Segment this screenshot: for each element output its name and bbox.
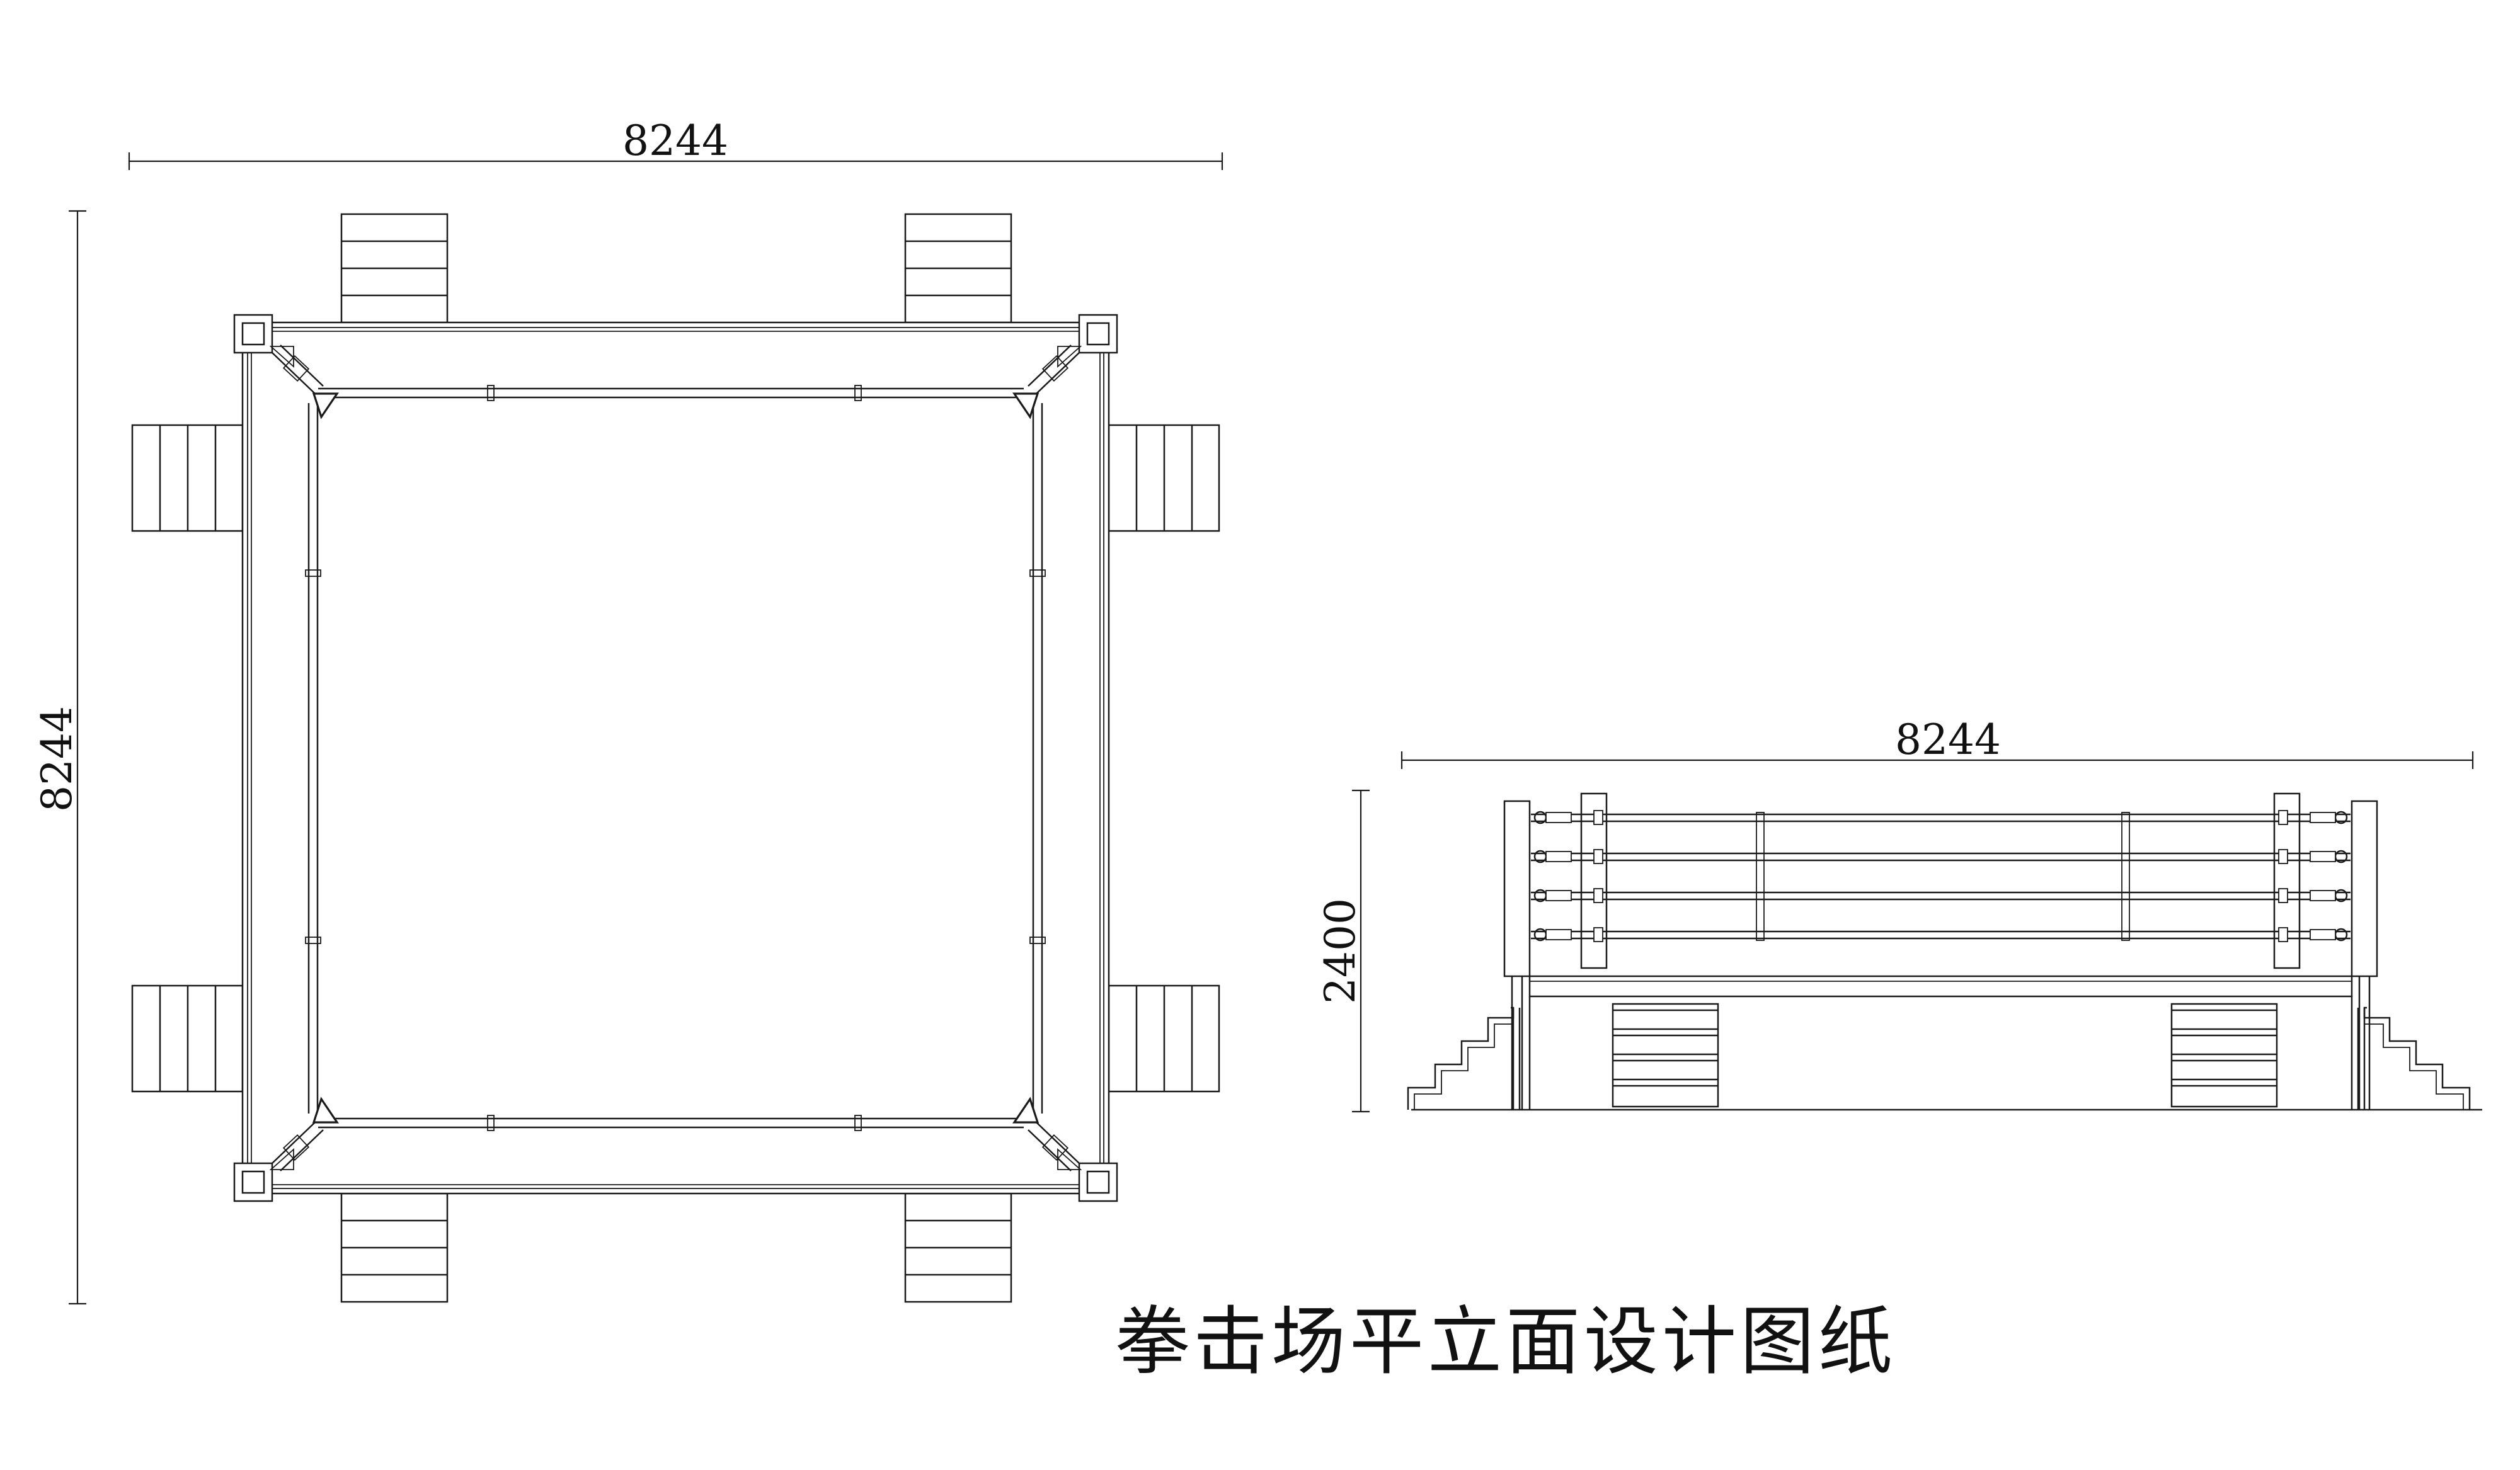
plan-inner-ring <box>305 385 1046 1131</box>
elevation-view: 8244 2400 <box>1316 715 2482 1113</box>
elevation-turnbuckles <box>1533 810 2348 942</box>
plan-step-right-lower <box>1108 984 1220 1093</box>
plan-corner-top-left <box>233 314 340 419</box>
plan-steps <box>131 213 1220 1303</box>
plan-dimension-top: 8244 <box>128 117 1223 170</box>
plan-dimension-top-label: 8244 <box>622 117 728 165</box>
plan-step-top-right <box>904 213 1012 324</box>
plan-outer-ropes <box>251 331 1101 1185</box>
plan-step-left-upper <box>131 424 244 532</box>
elevation-dimension-top-label: 8244 <box>1895 715 2001 764</box>
plan-step-bottom-left <box>340 1192 449 1303</box>
elevation-dimension-top: 8244 <box>1400 715 2474 769</box>
elevation-dimension-left-label: 2400 <box>1316 898 1365 1004</box>
plan-corner-top-right <box>1012 314 1118 419</box>
drawing-title: 拳击场平立面设计图纸 <box>1115 1298 1897 1385</box>
elevation-ropes <box>1531 812 2351 941</box>
plan-step-left-lower <box>131 984 244 1093</box>
plan-dimension-left: 8244 <box>33 210 86 1305</box>
plan-view: 8244 8244 <box>33 117 1223 1305</box>
plan-platform <box>241 321 1110 1195</box>
plan-corner-posts <box>233 314 1118 1202</box>
elevation-dimension-left: 2400 <box>1316 789 1370 1113</box>
plan-step-right-upper <box>1108 424 1220 532</box>
elevation-step-unit-left <box>1612 1003 1719 1108</box>
plan-step-bottom-right <box>904 1192 1012 1303</box>
plan-dimension-left-label: 8244 <box>33 706 81 812</box>
elevation-post-right <box>2351 800 2378 1110</box>
elevation-stairs-left <box>1407 1006 1521 1110</box>
plan-step-top-left <box>340 213 449 324</box>
elevation-post-left <box>1503 800 1531 1110</box>
elevation-platform <box>1528 975 2353 1110</box>
plan-corner-bottom-right <box>1012 1097 1118 1202</box>
elevation-stairs-right <box>2357 1006 2471 1110</box>
elevation-step-unit-right <box>2170 1003 2278 1108</box>
plan-corner-bottom-left <box>233 1097 340 1202</box>
turnbuckles-left <box>1533 810 1603 942</box>
turnbuckles-right <box>2278 810 2348 942</box>
